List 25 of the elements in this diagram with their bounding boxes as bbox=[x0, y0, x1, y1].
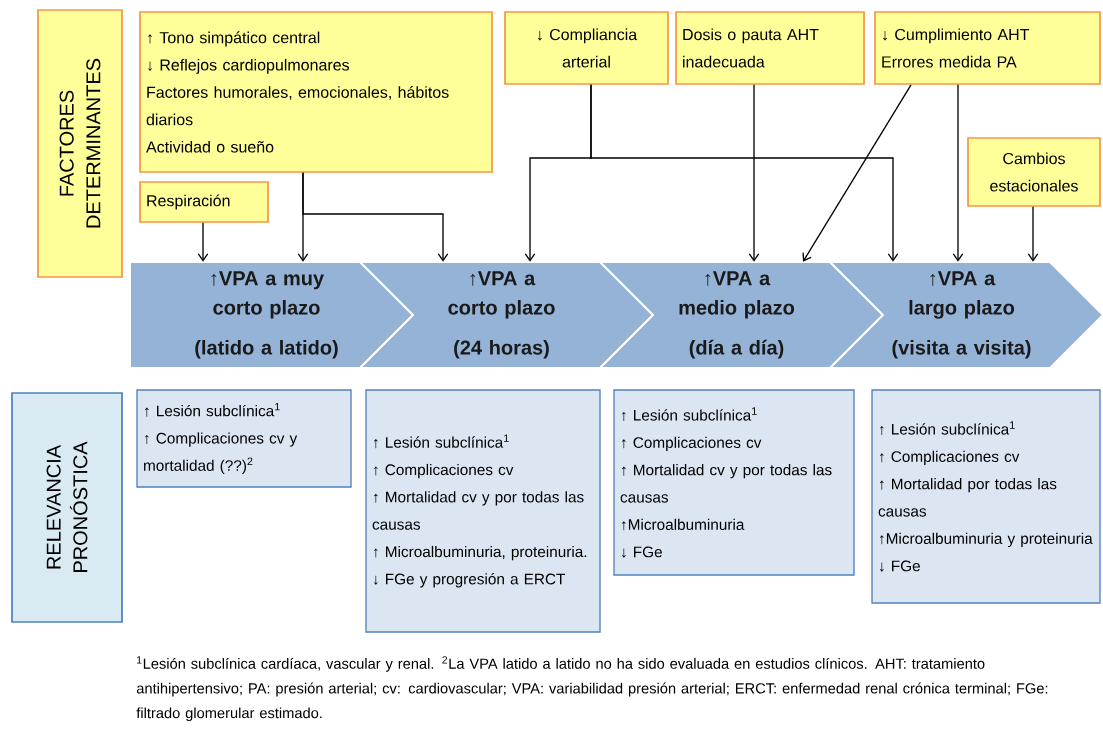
outcome-box: ↑ Lesión subclínica$^{1}$ ↑ Complicaciones cv ↑ Mortalidad cv y por todas las causas ↑ Microalbuminuria, proteinuria. ↓ FGe y progresión a ERCT bbox=[365, 389, 601, 633]
node-label: (visita a visita) bbox=[892, 339, 1031, 359]
node-label: ↑VPA a largo plazo bbox=[909, 271, 1015, 319]
outcome-box: ↑ Lesión subclínica$^{1}$ ↑ Complicaciones cv ↑ Mortalidad por todas las causas ↑Microalbuminuria y proteinuria ↓ FGe bbox=[871, 389, 1101, 604]
factor-box: Respiración bbox=[139, 181, 269, 223]
arrow bbox=[952, 84, 964, 262]
arrow bbox=[590, 84, 899, 262]
side-label-box: FACTORES DETERMINANTES bbox=[37, 9, 123, 278]
factor-box: ↓ Compliancia arterial bbox=[504, 11, 669, 85]
arrow bbox=[748, 84, 760, 262]
factor-box: ↓ Cumplimiento AHT Errores medida PA bbox=[874, 11, 1101, 85]
arrow bbox=[302, 172, 449, 262]
footnote: $^{1}$Lesión subclínica cardíaca, vascular y renal. $^{2}$La VPA latido a latido no ha sido evaluada en estudios clínicos. AHT: tratamiento antihipertensivo; PA: presión arterial; cv: cardiovascular; VPA: variabilidad presión arterial; ERCT: enfermedad renal crónica terminal; FGe: filtrado glomerular estimado. bbox=[136, 656, 1048, 722]
factor-box: Cambios estacionales bbox=[967, 137, 1101, 207]
factor-box: Dosis o pauta AHT inadecuada bbox=[675, 11, 865, 85]
factor-box: ↑ Tono simpático central ↓ Reflejos cardiopulmonares Factores humorales, emocionales, hábitos diarios Actividad o sueño bbox=[139, 11, 493, 173]
outcome-box: ↑ Lesión subclínica$^{1}$ ↑ Complicaciones cv ↑ Mortalidad cv y por todas las causas ↑Microalbuminuria ↓ FGe bbox=[613, 389, 855, 576]
phase-band: ↑VPA a corto plazo (24 horas) bbox=[357, 261, 655, 369]
phase-band: ↑VPA a medio plazo (día a día) bbox=[597, 261, 885, 369]
arrow bbox=[1027, 206, 1039, 262]
phase-band: ↑VPA a largo plazo (visita a visita) bbox=[827, 261, 1103, 369]
arrow bbox=[802, 84, 912, 262]
outcome-box: ↑ Lesión subclínica$^{1}$ ↑ Complicaciones cv y mortalidad (??)$^{2}$ bbox=[136, 389, 352, 488]
side-label-box: RELEVANCIA PRONÓSTICA bbox=[11, 392, 123, 623]
arrow bbox=[197, 222, 209, 262]
